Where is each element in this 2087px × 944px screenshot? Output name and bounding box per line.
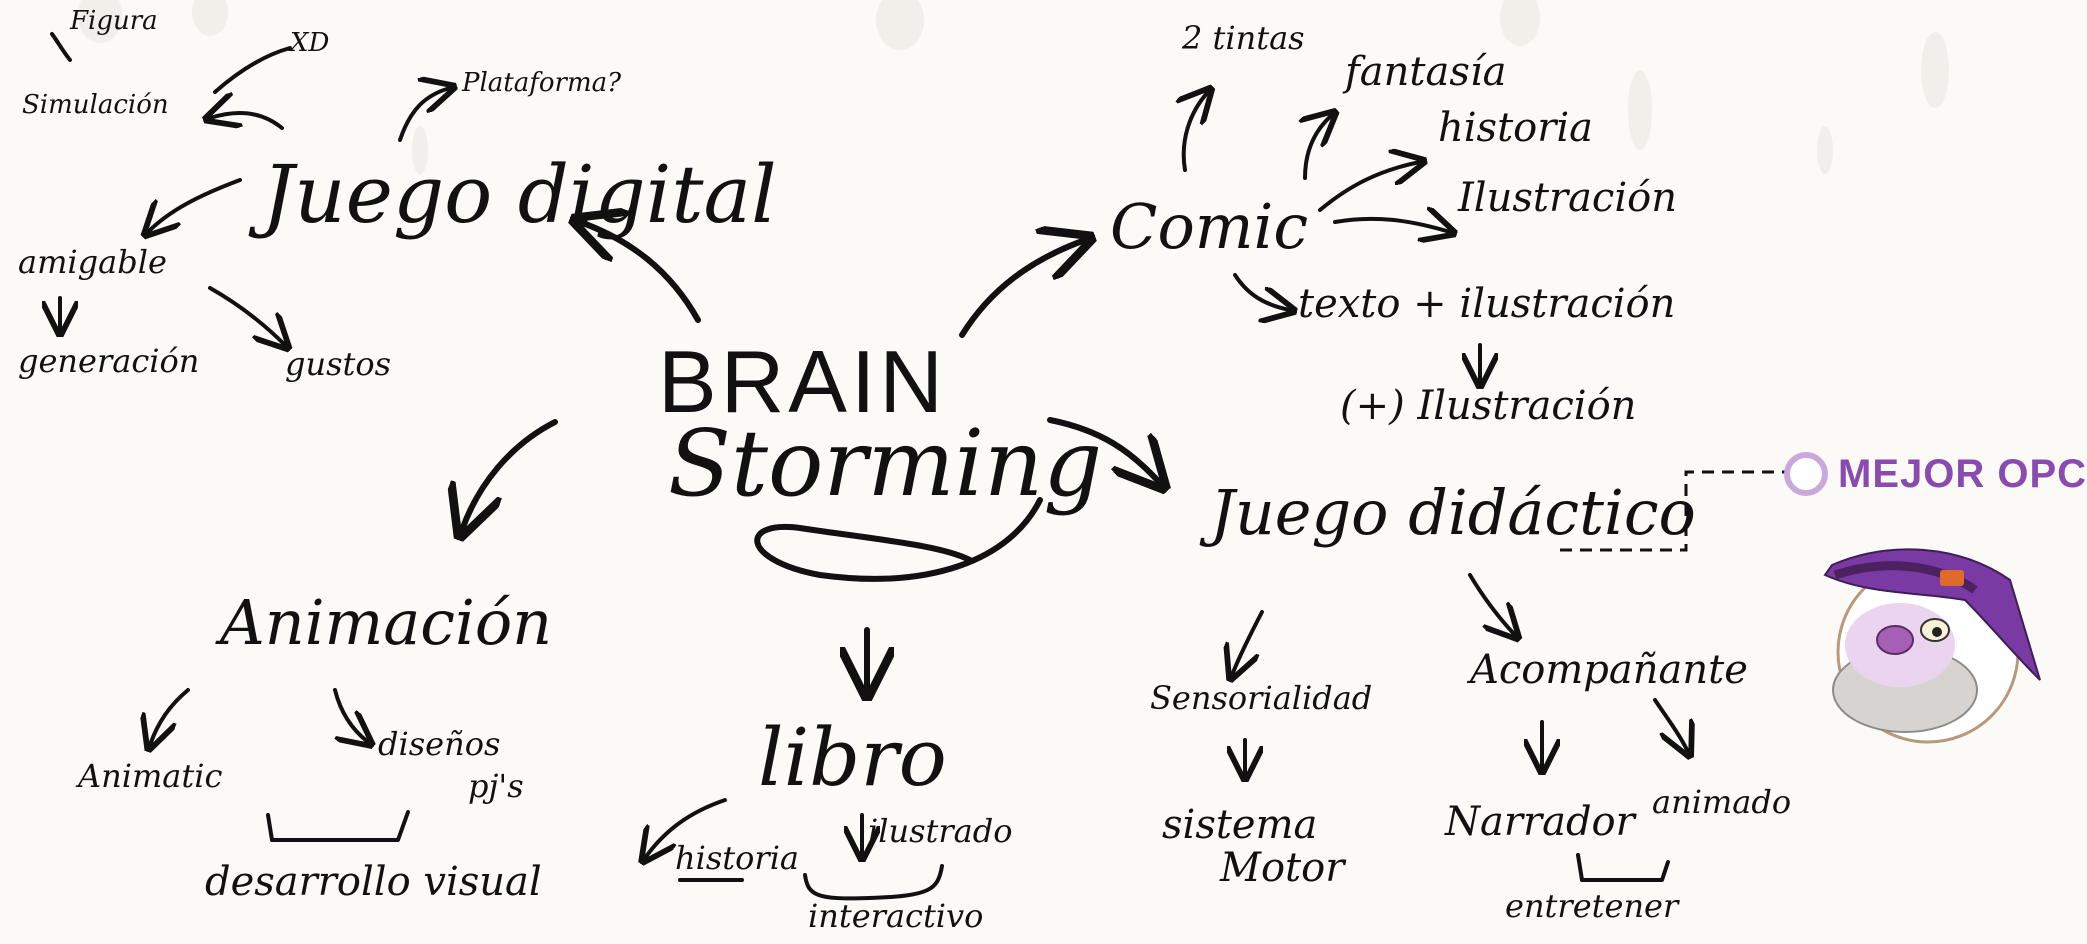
gustos-label: gustos (285, 345, 392, 383)
figura-label: Figura (70, 6, 158, 36)
arrow-to-sensorialidad (1232, 610, 1264, 675)
historia-label: historia (1438, 105, 1593, 151)
bracket-entretener (1576, 853, 1670, 882)
bracket-desarrollo (266, 810, 410, 842)
libro-interactivo-label: interactivo (808, 897, 984, 935)
motor-label: Motor (1220, 845, 1345, 891)
arrow-to-gustos (208, 286, 285, 345)
arrow-to-fantasia (1305, 115, 1332, 180)
arrow-to-animacion (462, 419, 558, 530)
center-title-line1: BRAIN (658, 332, 947, 431)
best-option-marker-circle (1784, 452, 1828, 496)
juego-didactico-title: Juego didáctico (1210, 476, 1696, 549)
generacion-label: generación (18, 342, 200, 380)
texto-ilustracion-label: texto + ilustración (1298, 281, 1676, 327)
sensorialidad-label: Sensorialidad (1150, 679, 1373, 717)
animado-label: animado (1652, 783, 1792, 821)
libro-ilustrado-label: ilustrado (868, 812, 1013, 850)
arrow-to-simulacion (210, 113, 284, 130)
xd-label: XD (290, 28, 330, 58)
animacion-title: Animación (220, 586, 553, 659)
libro-historia-label: historia (675, 839, 799, 877)
arrow-to-juego-digital (580, 222, 701, 323)
arrow-to-ilustracion (1333, 219, 1450, 232)
ilustracion-label: Ilustración (1458, 175, 1677, 221)
tintas-label: 2 tintas (1182, 19, 1305, 57)
title-underline-loop (754, 497, 1043, 582)
arrow-to-tintas (1184, 92, 1208, 172)
arrow-to-disenos (333, 688, 368, 742)
disenos-label: diseños (378, 725, 501, 763)
arrow-to-juego-didactico (1047, 417, 1160, 483)
entretener-label: entretener (1505, 887, 1679, 925)
arrow-to-texto-ilustracion (1233, 273, 1290, 310)
mas-ilustracion-label: (+) Ilustración (1340, 383, 1637, 429)
arrow-to-historia (1318, 162, 1420, 212)
narrador-label: Narrador (1445, 799, 1635, 845)
amigable-label: amigable (18, 243, 167, 281)
plataforma-label: Plataforma? (462, 68, 622, 98)
arrow-to-acompanante (1468, 573, 1515, 635)
best-option-dashed-connector (1560, 470, 1790, 552)
arrow-to-comic (959, 240, 1085, 338)
animatic-label: Animatic (78, 757, 223, 795)
fantasia-label: fantasía (1345, 49, 1507, 95)
best-option-label: MEJOR OPCIÓN (1838, 452, 2087, 496)
acompanante-label: Acompañante (1470, 647, 1748, 693)
comic-title: Comic (1110, 190, 1309, 263)
juego-digital-title: Juego digital (262, 148, 777, 241)
libro-title: libro (758, 711, 947, 804)
bracket-interactivo (803, 864, 944, 901)
arrow-to-animatic (150, 688, 190, 745)
simulacion-label: Simulación (22, 90, 169, 120)
wizard-mascot-icon (1823, 548, 2041, 744)
arrow-to-plataforma (398, 88, 450, 142)
background-decoration (78, 0, 1949, 174)
pjs-label: pj's (468, 767, 524, 805)
desarrollo-label: desarrollo visual (205, 859, 542, 905)
line-simulacion-figura (50, 32, 72, 62)
line-simulacion-xd (213, 46, 292, 94)
center-title-line2: Storming (668, 410, 1103, 517)
arrow-to-libro-historia (645, 798, 727, 858)
sistema-label: sistema (1162, 802, 1318, 848)
arrow-to-amigable (148, 178, 242, 232)
arrow-to-animado (1653, 698, 1688, 752)
